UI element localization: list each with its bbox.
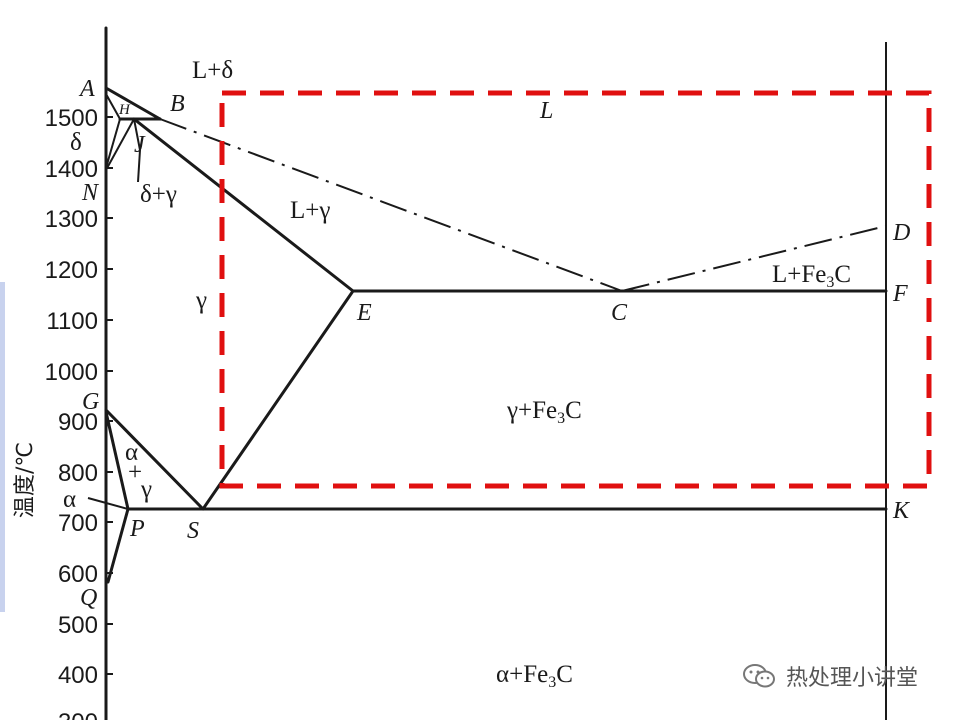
tick-label-800: 800 [58,460,98,487]
region-label-alpha-fe3c: α+Fe3C [496,661,573,691]
point-label-j: J [134,132,146,158]
tick-label-500: 500 [58,612,98,639]
tick-label-1300: 1300 [45,206,98,233]
liquidus-line-bc [159,118,623,292]
point-label-g: G [82,389,99,415]
tick-label-900: 900 [58,409,98,436]
point-label-n: N [81,180,100,206]
solidus-line-je [132,117,355,293]
point-label-a: A [78,76,95,102]
region-label-gamma-fe3c: γ+Fe3C [506,397,582,427]
left-edge-bar [0,282,5,612]
liquidus-line-cd [621,225,887,292]
point-label-k: K [892,498,911,524]
region-label-alpha-gamma-alpha: α [125,439,138,466]
highlight-box [219,90,932,489]
line-ah [105,93,121,120]
line-pq [106,507,130,584]
tick-label-1500: 1500 [45,105,98,132]
watermark: 热处理小讲堂 [742,660,918,692]
point-label-q: Q [80,585,97,611]
line-hn [105,118,121,169]
y-axis-label: 温度/℃ [13,442,38,518]
tick-label-300: 300 [58,709,98,720]
tick-label-1200: 1200 [45,257,98,284]
point-label-d: D [892,220,910,246]
line-ab [104,86,162,121]
point-label-s: S [187,518,199,544]
line-gs [104,408,205,511]
line-gp [104,410,130,511]
region-label-alpha-gamma-plus: + [128,459,142,486]
line-jn [105,118,135,171]
tick-label-400: 400 [58,662,98,689]
tick-label-1100: 1100 [46,308,98,335]
point-label-h: H [118,102,131,118]
tick-label-600: 600 [58,561,98,588]
point-label-f: F [892,281,908,307]
tick-label-700: 700 [58,510,98,537]
wechat-icon [743,664,775,688]
region-label-delta: δ [70,129,82,156]
region-label-l-fe3c: L+Fe3C [772,261,851,291]
watermark-text: 热处理小讲堂 [786,666,919,691]
point-label-e: E [356,300,372,326]
region-label-gamma: γ [195,287,207,314]
tick-label-1400: 1400 [45,156,98,183]
line-j-delta-gamma [133,118,142,183]
region-label-l-gamma: L+γ [290,197,330,224]
point-label-p: P [129,516,145,542]
region-label-alpha: α [63,486,76,513]
alpha-pointer [87,497,129,510]
point-label-c: C [611,300,628,326]
tick-label-1000: 1000 [45,359,98,386]
region-label-alpha-gamma-gamma: γ [140,476,152,503]
point-label-b: B [170,91,185,117]
region-label-delta-gamma: δ+γ [140,181,177,208]
region-label-l-delta: L+δ [192,57,233,84]
tick-marks [106,116,113,675]
line-es [201,289,355,511]
region-label-l: L [539,98,553,124]
